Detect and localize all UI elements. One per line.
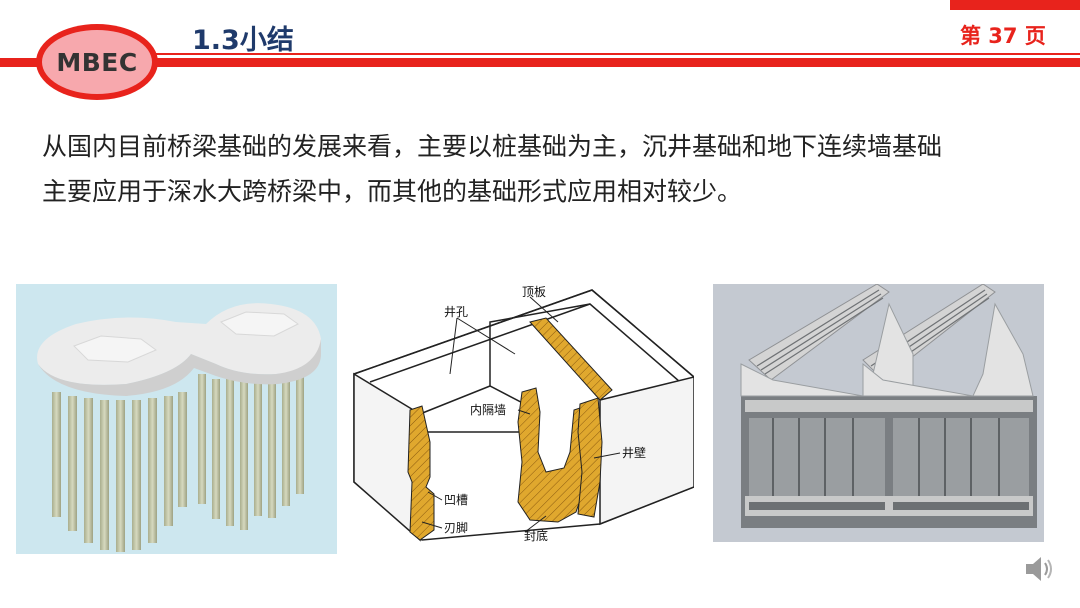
label-cutting-edge: 刃脚	[444, 520, 468, 535]
diaphragm-wall-image	[713, 283, 1044, 542]
label-top-plate: 顶板	[522, 285, 546, 299]
header-thin-rule	[150, 53, 1080, 55]
summary-paragraph: 从国内目前桥梁基础的发展来看，主要以桩基础为主，沉井基础和地下连续墙基础 主要应…	[42, 124, 1042, 214]
page-number: 第 37 页	[960, 24, 1046, 48]
summary-line-2: 主要应用于深水大跨桥梁中，而其他的基础形式应用相对较少。	[42, 177, 743, 206]
pile-foundation-image	[16, 284, 337, 554]
speaker-icon[interactable]	[1022, 552, 1056, 586]
label-well-hole: 井孔	[444, 305, 468, 319]
caisson-diagram: 顶板 井孔 内隔墙 井壁 凹槽 刃脚 封底	[350, 282, 695, 554]
mbec-logo: MBEC	[36, 24, 158, 100]
label-well-wall: 井壁	[622, 445, 646, 460]
label-inner-wall: 内隔墙	[470, 403, 506, 417]
header-corner-block	[950, 0, 1080, 10]
label-groove: 凹槽	[444, 493, 468, 507]
header-red-bar	[0, 58, 1080, 67]
summary-line-1: 从国内目前桥梁基础的发展来看，主要以桩基础为主，沉井基础和地下连续墙基础	[42, 132, 943, 161]
slide-title: 1.3小结	[192, 25, 294, 56]
logo-text: MBEC	[56, 47, 138, 77]
label-bottom-seal: 封底	[524, 528, 548, 543]
